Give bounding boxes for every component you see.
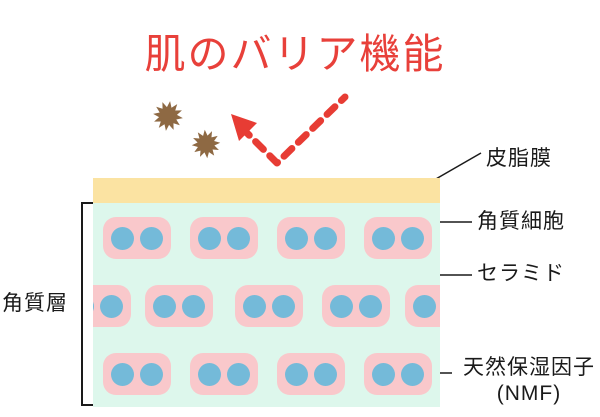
corneocyte-label: 角質細胞 [477,210,565,233]
sebum-film-label: 皮脂膜 [486,147,552,170]
nmf-dot [140,226,163,250]
nmf-dot [272,294,295,318]
nmf-dot [227,362,250,386]
nmf-dot [198,362,221,386]
nmf-dot [330,294,353,318]
corneocyte-cell [364,353,432,395]
nmf-dot [359,294,382,318]
bounce-arrow-icon [231,93,349,167]
nmf-dot [93,294,94,318]
nmf-dot [153,294,176,318]
nmf-dot [401,226,424,250]
stratum-corneum-bracket [81,202,93,406]
nmf-label: 天然保湿因子 (NMF) [456,355,600,408]
stratum-corneum-region [93,203,440,407]
nmf-dot [372,362,395,386]
nmf-dot [401,362,424,386]
nmf-dot [314,362,337,386]
stratum-corneum-label: 角質層 [2,292,68,315]
sebum-film-layer [93,178,440,203]
corneocyte-cell [277,217,345,259]
nmf-dot [198,226,221,250]
nmf-dot [140,362,163,386]
corneocyte-cell [322,285,390,327]
corneocyte-cell [145,285,213,327]
allergen-burst-icon [191,129,221,159]
nmf-dot [285,226,308,250]
allergen-burst-icon [153,101,183,131]
nmf-dot [243,294,266,318]
corneocyte-cell [405,285,440,327]
nmf-dot [285,362,308,386]
corneocyte-row [93,217,440,259]
corneocyte-cell [364,217,432,259]
nmf-dot [111,362,134,386]
nmf-dot [413,294,436,318]
nmf-dot [227,226,250,250]
nmf-label-line2: (NMF) [496,382,562,406]
nmf-dot [100,294,123,318]
nmf-dot [372,226,395,250]
corneocyte-cell [235,285,303,327]
corneocyte-cell [277,353,345,395]
nmf-dot [111,226,134,250]
corneocyte-cell [93,285,131,327]
corneocyte-row [93,285,440,327]
corneocyte-cell [103,217,171,259]
diagram-title: 肌のバリア機能 [144,31,446,77]
nmf-dot [182,294,205,318]
corneocyte-cell [190,353,258,395]
corneocyte-cell [103,353,171,395]
nmf-dot [314,226,337,250]
corneocyte-cell [190,217,258,259]
corneocyte-row [93,353,440,395]
nmf-label-line1: 天然保湿因子 [463,356,595,379]
ceramide-label: セラミド [477,262,565,285]
